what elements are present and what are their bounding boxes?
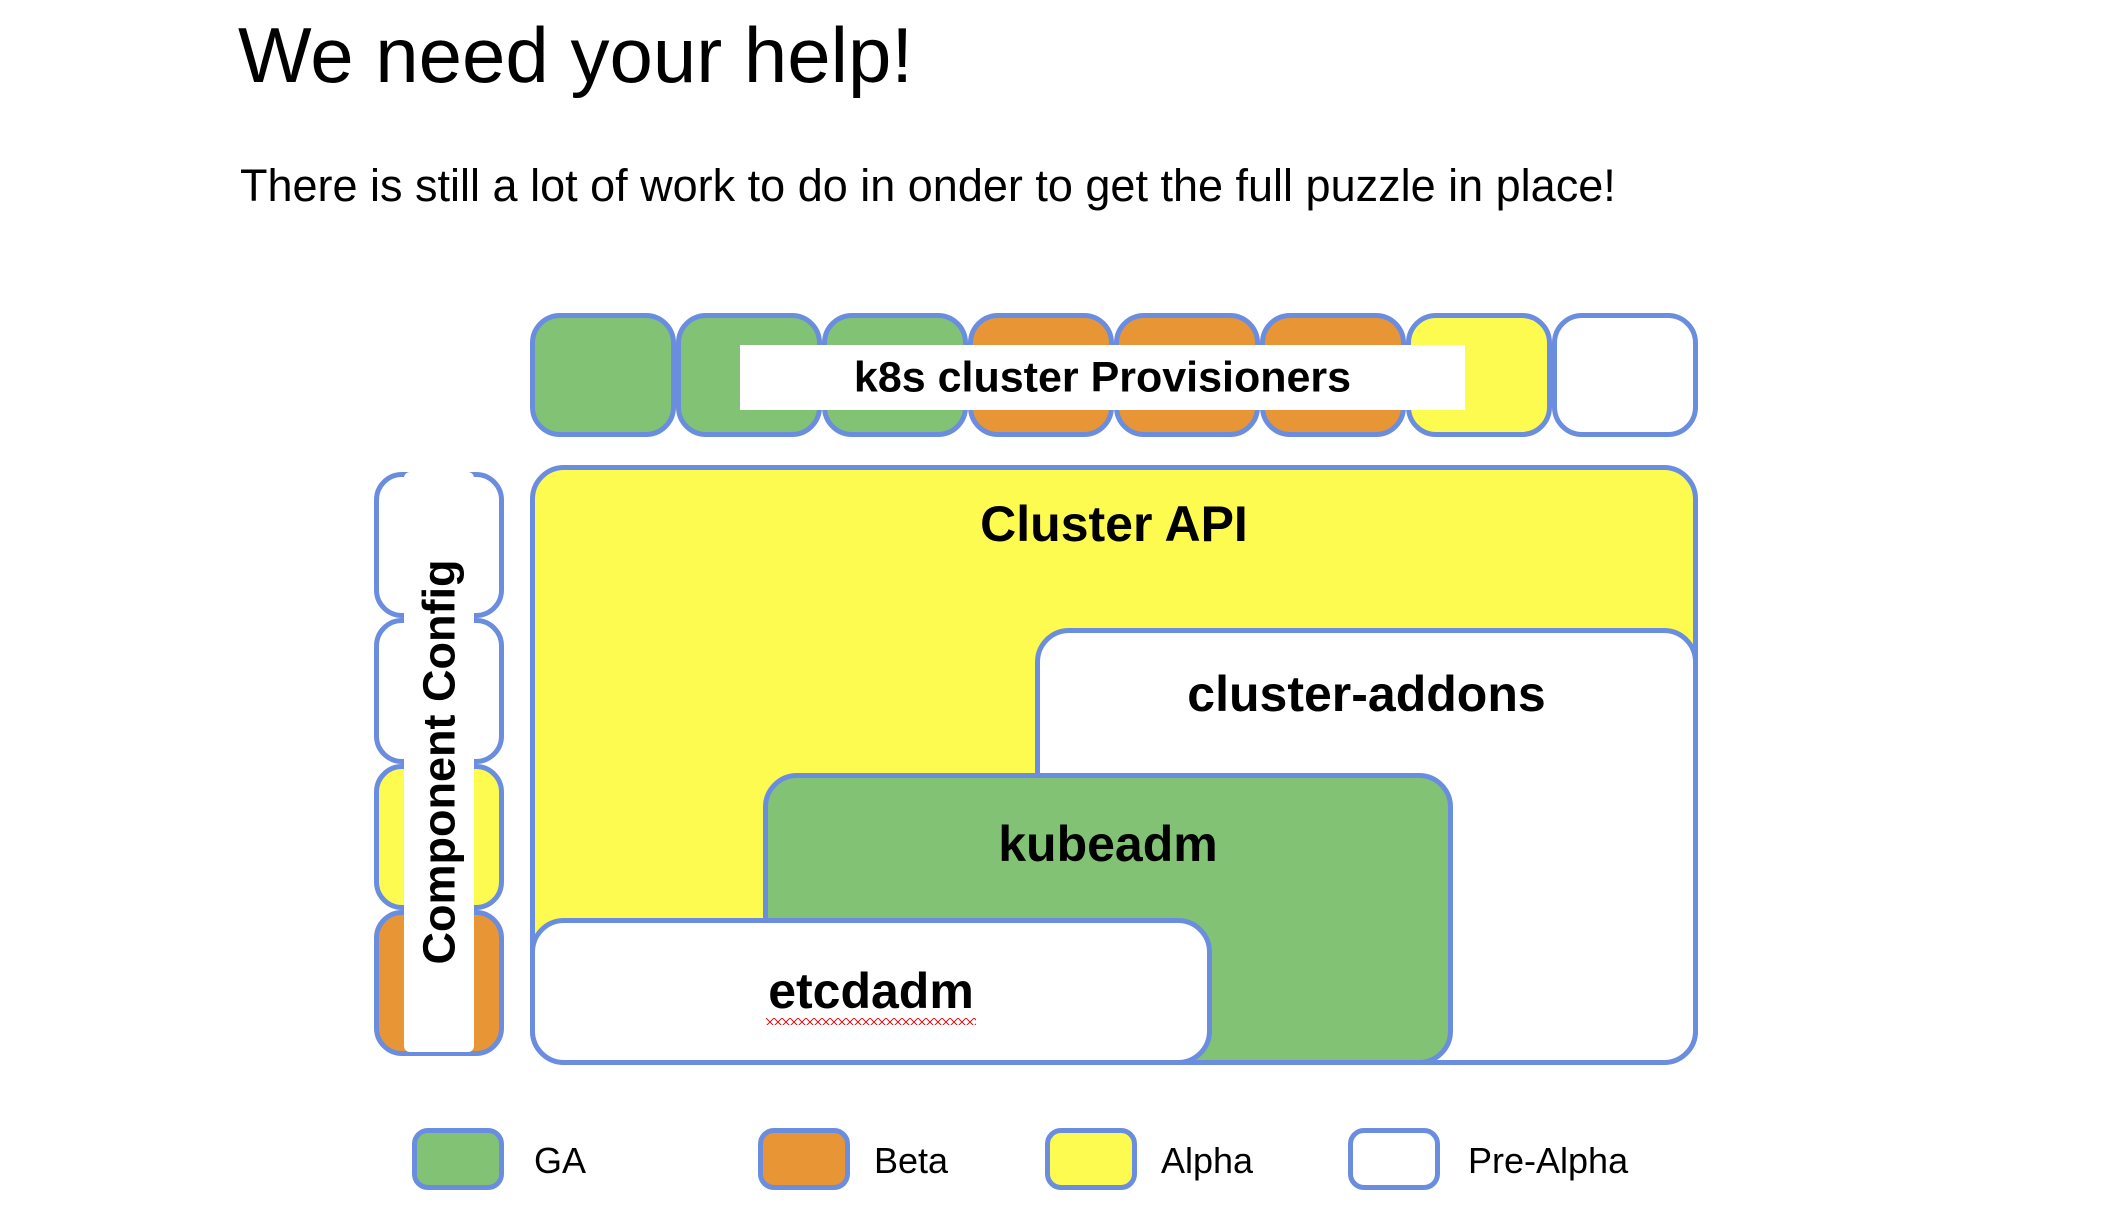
node-etcdadm[interactable] [530, 918, 1212, 1065]
provisioner-box[interactable] [530, 313, 676, 437]
legend-swatch-pre-alpha [1348, 1128, 1440, 1190]
legend-swatch-ga [412, 1128, 504, 1190]
legend-swatch-alpha [1045, 1128, 1137, 1190]
node-cluster-api-label: Cluster API [980, 496, 1248, 552]
provisioners-banner-label: k8s cluster Provisioners [853, 353, 1352, 401]
node-etcdadm-label: etcdadm [768, 963, 974, 1019]
legend-swatch-beta [758, 1128, 850, 1190]
spellcheck-underline [766, 1015, 976, 1025]
provisioners-banner: k8s cluster Provisioners [740, 345, 1465, 410]
legend-label-ga: GA [534, 1140, 587, 1181]
provisioner-box[interactable] [1552, 313, 1698, 437]
slide-subtitle: There is still a lot of work to do in on… [240, 160, 1616, 211]
node-cluster-addons-label: cluster-addons [1187, 666, 1546, 722]
component-config-label: Component Config [404, 472, 474, 1052]
legend-label-beta: Beta [874, 1140, 949, 1181]
node-kubeadm-label: kubeadm [998, 816, 1218, 872]
component-config-label-text: Component Config [413, 559, 465, 965]
legend-label-pre-alpha: Pre-Alpha [1468, 1140, 1629, 1181]
slide-title: We need your help! [238, 11, 913, 99]
legend-label-alpha: Alpha [1161, 1140, 1254, 1181]
